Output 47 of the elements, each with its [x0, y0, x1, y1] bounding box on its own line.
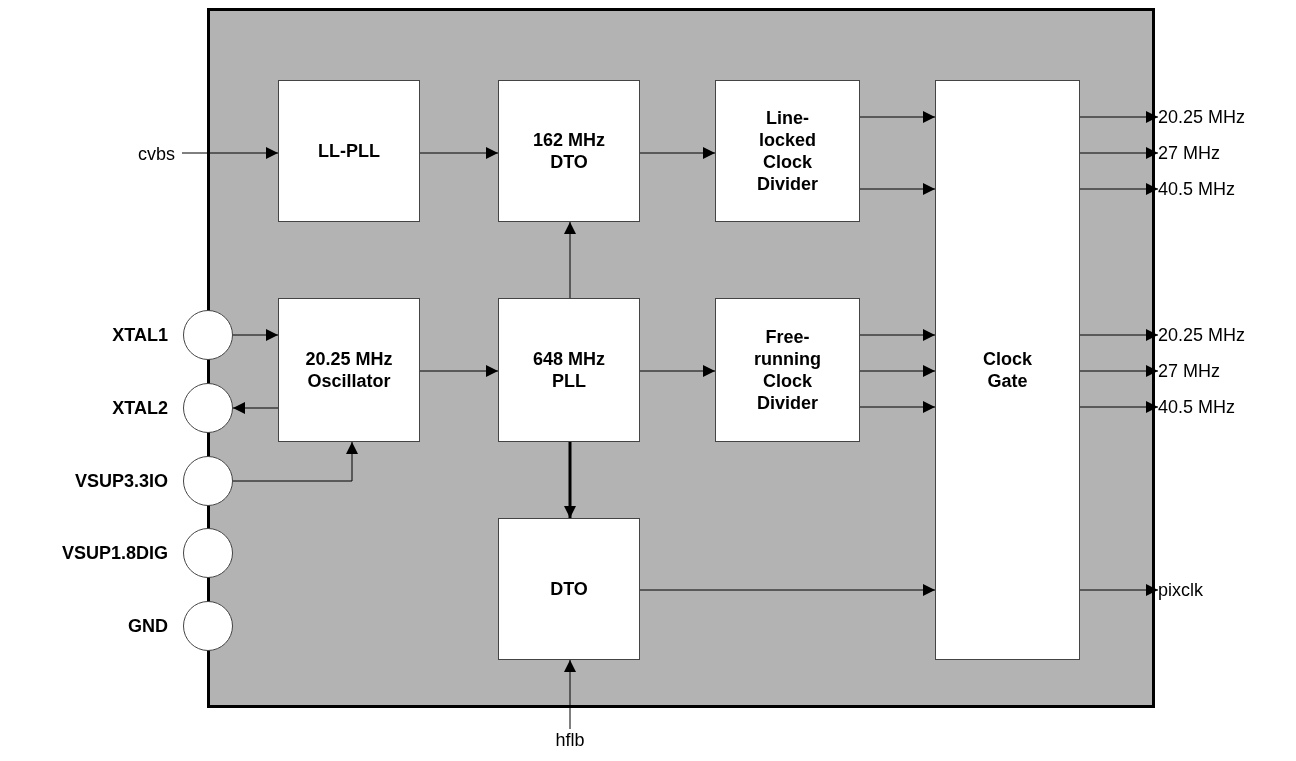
arrow [1079, 365, 1159, 377]
arrow [859, 183, 936, 195]
arrow [1079, 329, 1159, 341]
signal-label: 20.25 MHz [1158, 106, 1268, 128]
arrow [232, 402, 279, 414]
arrow [564, 221, 576, 299]
arrow [859, 329, 936, 341]
arrow [1079, 183, 1159, 195]
function-block: 20.25 MHz Oscillator [278, 298, 420, 442]
arrow [1079, 147, 1159, 159]
pin-name: VSUP3.3IO [73, 470, 168, 492]
arrow [859, 365, 936, 377]
signal-label: 27 MHz [1158, 142, 1268, 164]
signal-label: 40.5 MHz [1158, 178, 1268, 200]
arrow [639, 147, 716, 159]
arrow [564, 659, 576, 730]
arrow [1079, 401, 1159, 413]
arrow [639, 365, 716, 377]
function-block: Free-running Clock Divider [715, 298, 860, 442]
arrow [419, 365, 499, 377]
function-block: 648 MHz PLL [498, 298, 640, 442]
signal-label: hflb [550, 729, 590, 751]
arrow [232, 441, 358, 482]
pin-name: XTAL2 [111, 397, 168, 419]
arrow [232, 329, 279, 341]
arrow [639, 584, 936, 596]
signal-label: cvbs [138, 143, 182, 165]
clock-gate-block: Clock Gate [935, 80, 1080, 660]
arrow [1079, 584, 1159, 596]
arrow [564, 442, 576, 518]
function-block: DTO [498, 518, 640, 660]
signal-label: 40.5 MHz [1158, 396, 1268, 418]
arrow [859, 401, 936, 413]
function-block: Line-locked Clock Divider [715, 80, 860, 222]
arrow [859, 111, 936, 123]
signal-label: pixclk [1158, 579, 1228, 601]
arrow [419, 147, 499, 159]
signal-label: 20.25 MHz [1158, 324, 1268, 346]
pin-name: GND [127, 615, 168, 637]
chip-outline [207, 8, 1155, 708]
signal-label: 27 MHz [1158, 360, 1268, 382]
function-block: LL-PLL [278, 80, 420, 222]
arrow [181, 147, 279, 159]
function-block: 162 MHz DTO [498, 80, 640, 222]
pin-name: VSUP1.8DIG [60, 542, 168, 564]
pin-name: XTAL1 [111, 324, 168, 346]
arrow [1079, 111, 1159, 123]
